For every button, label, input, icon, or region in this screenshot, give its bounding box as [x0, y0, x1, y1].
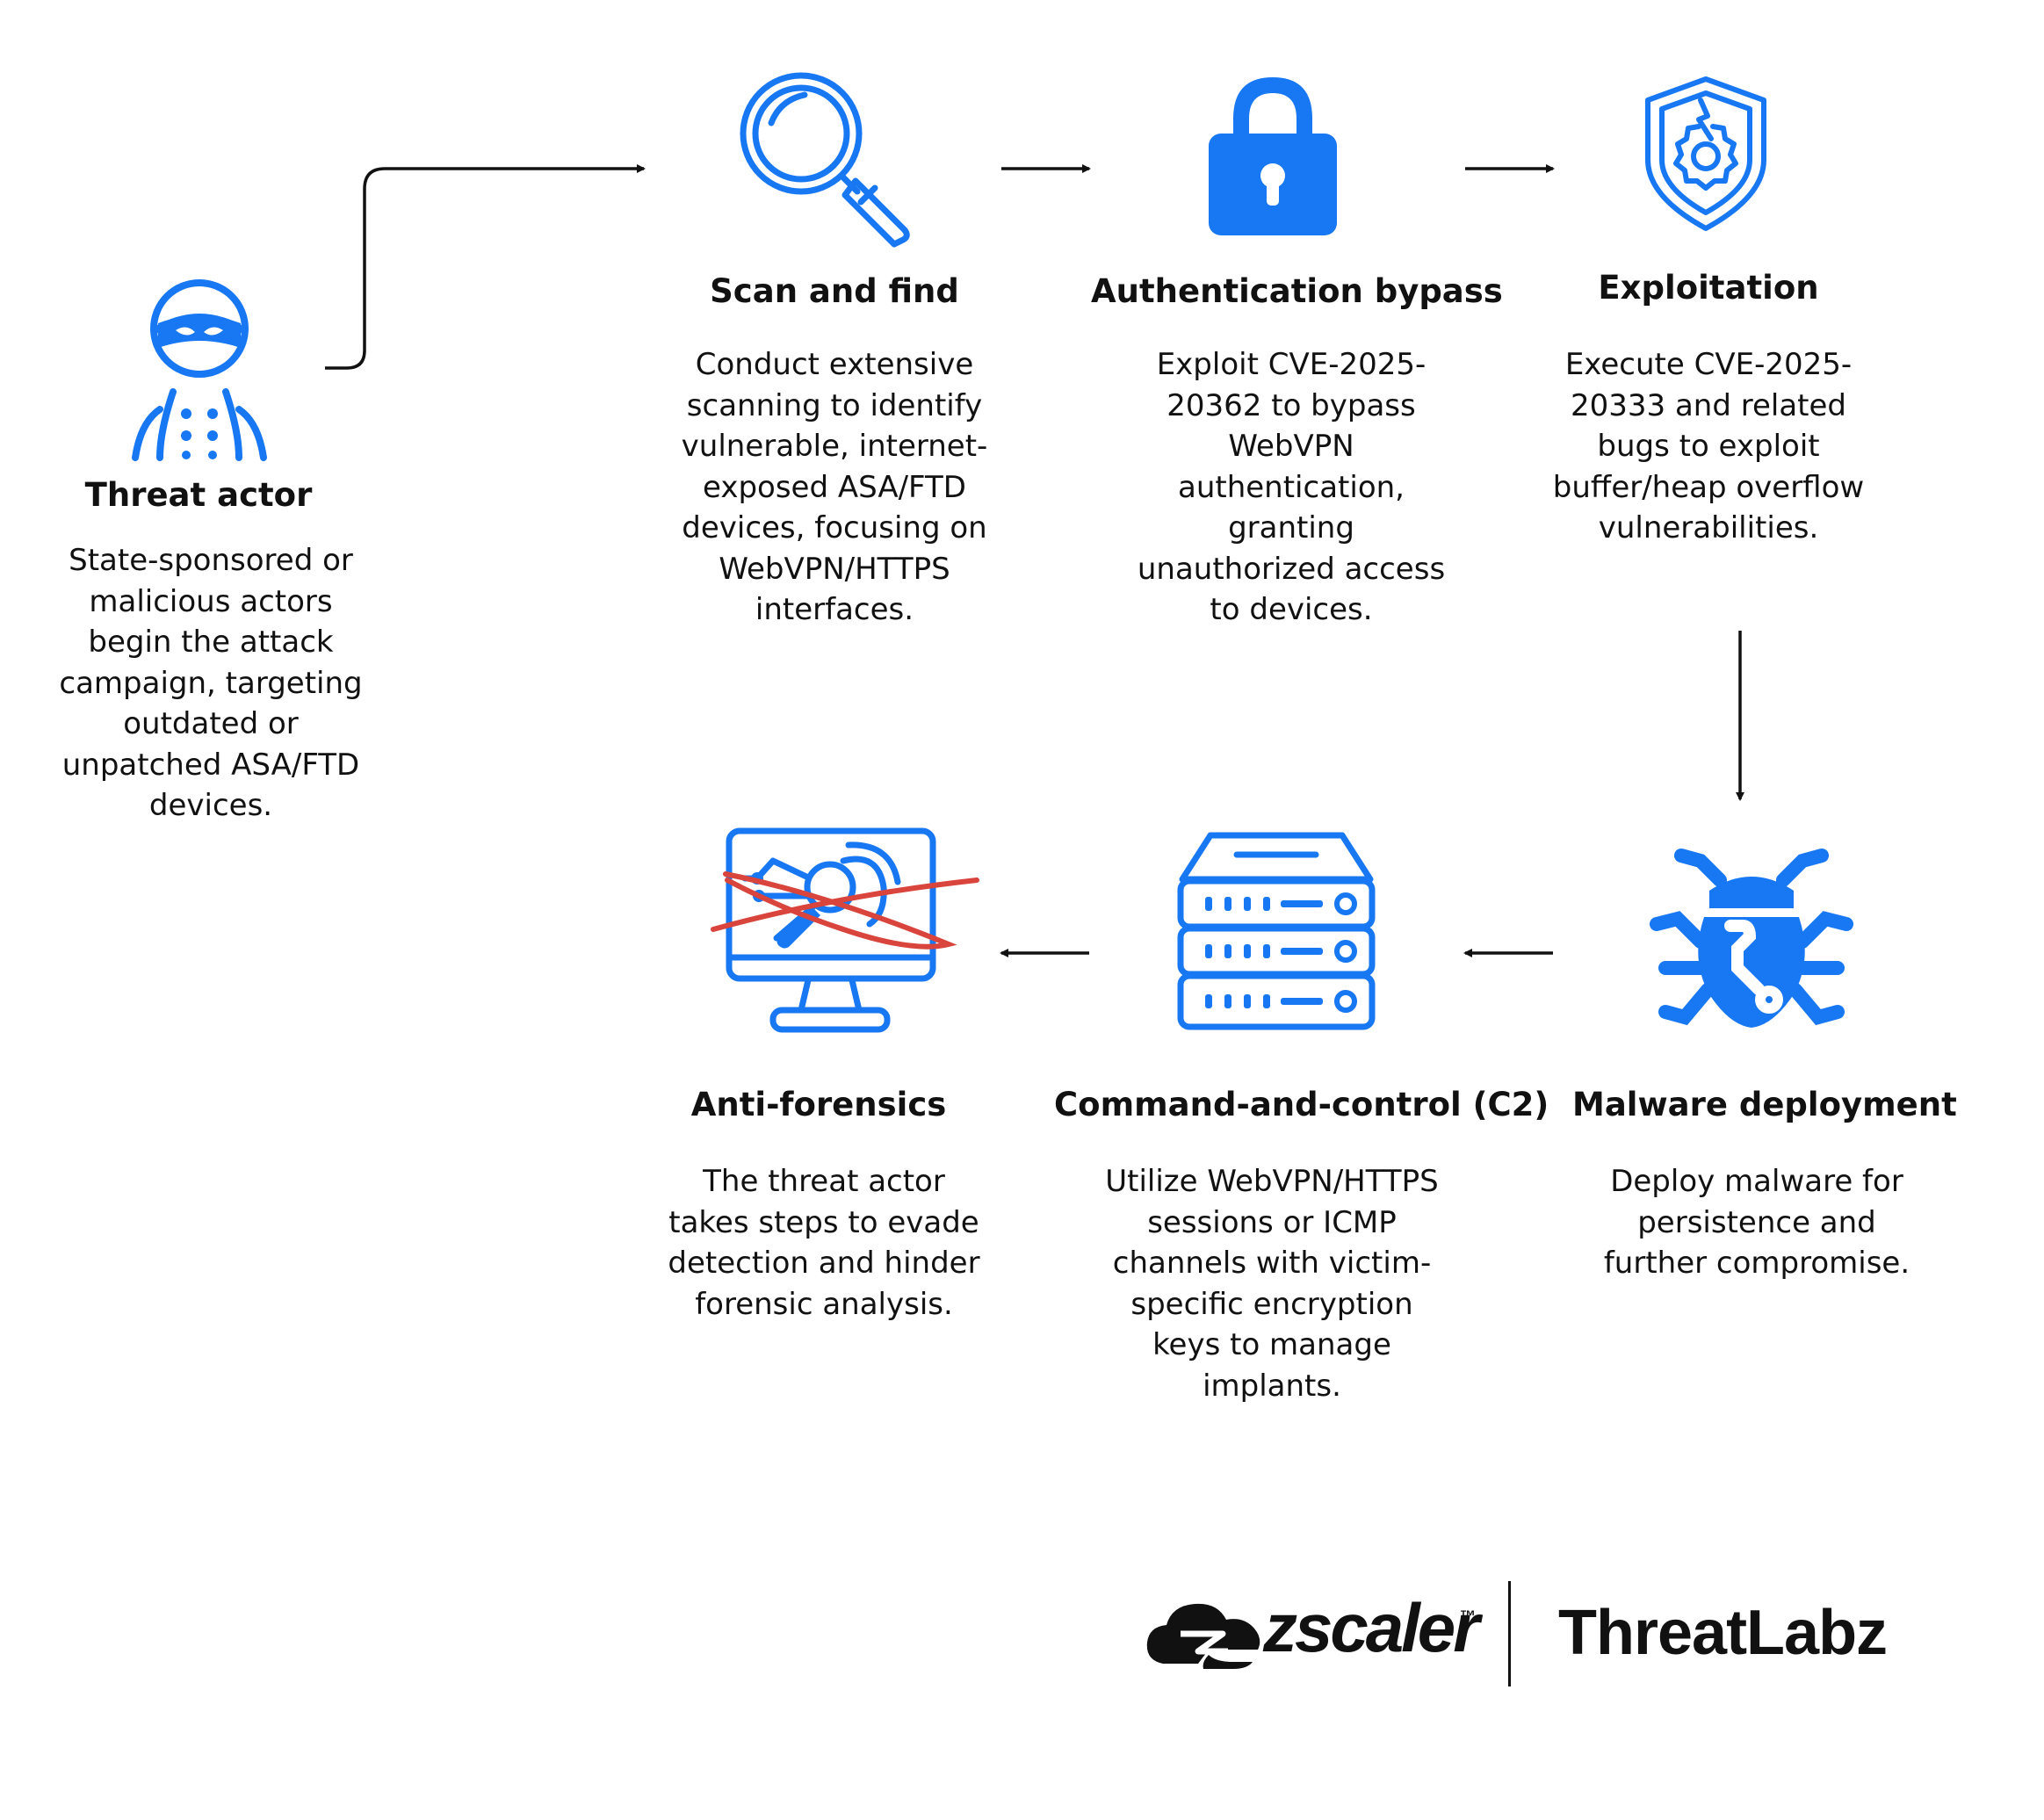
zscaler-cloud-logo-icon	[1146, 1603, 1260, 1669]
magnifying-glass-icon	[740, 72, 910, 248]
hooded-hacker-icon	[132, 279, 267, 461]
node-exploit: Exploitation Execute CVE-2025-20333 and …	[1524, 267, 1893, 549]
node-title: Anti-forensics	[690, 1086, 947, 1123]
server-icon	[1177, 832, 1376, 1030]
node-title: Threat actor	[84, 476, 313, 514]
node-title: Authentication bypass	[1091, 272, 1503, 310]
zscaler-wordmark: zscaler	[1263, 1589, 1480, 1666]
padlock-icon	[1209, 77, 1337, 235]
crossed-fingerprint-monitor-icon	[711, 827, 979, 1033]
shield-gear-icon	[1645, 76, 1766, 231]
node-title: Exploitation	[1598, 269, 1819, 307]
node-title: Command-and-control (C2)	[1054, 1086, 1549, 1123]
arrow-actor-to-scan	[325, 164, 646, 370]
trademark-mark: ™	[1460, 1607, 1476, 1625]
node-title: Scan and find	[710, 272, 959, 310]
logo-divider	[1508, 1581, 1511, 1686]
node-c2: Command-and-control (C2) Utilize WebVPN/…	[1054, 1084, 1549, 1406]
threatlabz-wordmark: ThreatLabz	[1558, 1598, 1888, 1668]
node-title: Malware deployment	[1572, 1086, 1957, 1123]
bug-icon	[1650, 849, 1853, 1028]
node-auth: Authentication bypass Exploit CVE-2025-2…	[1080, 271, 1503, 631]
